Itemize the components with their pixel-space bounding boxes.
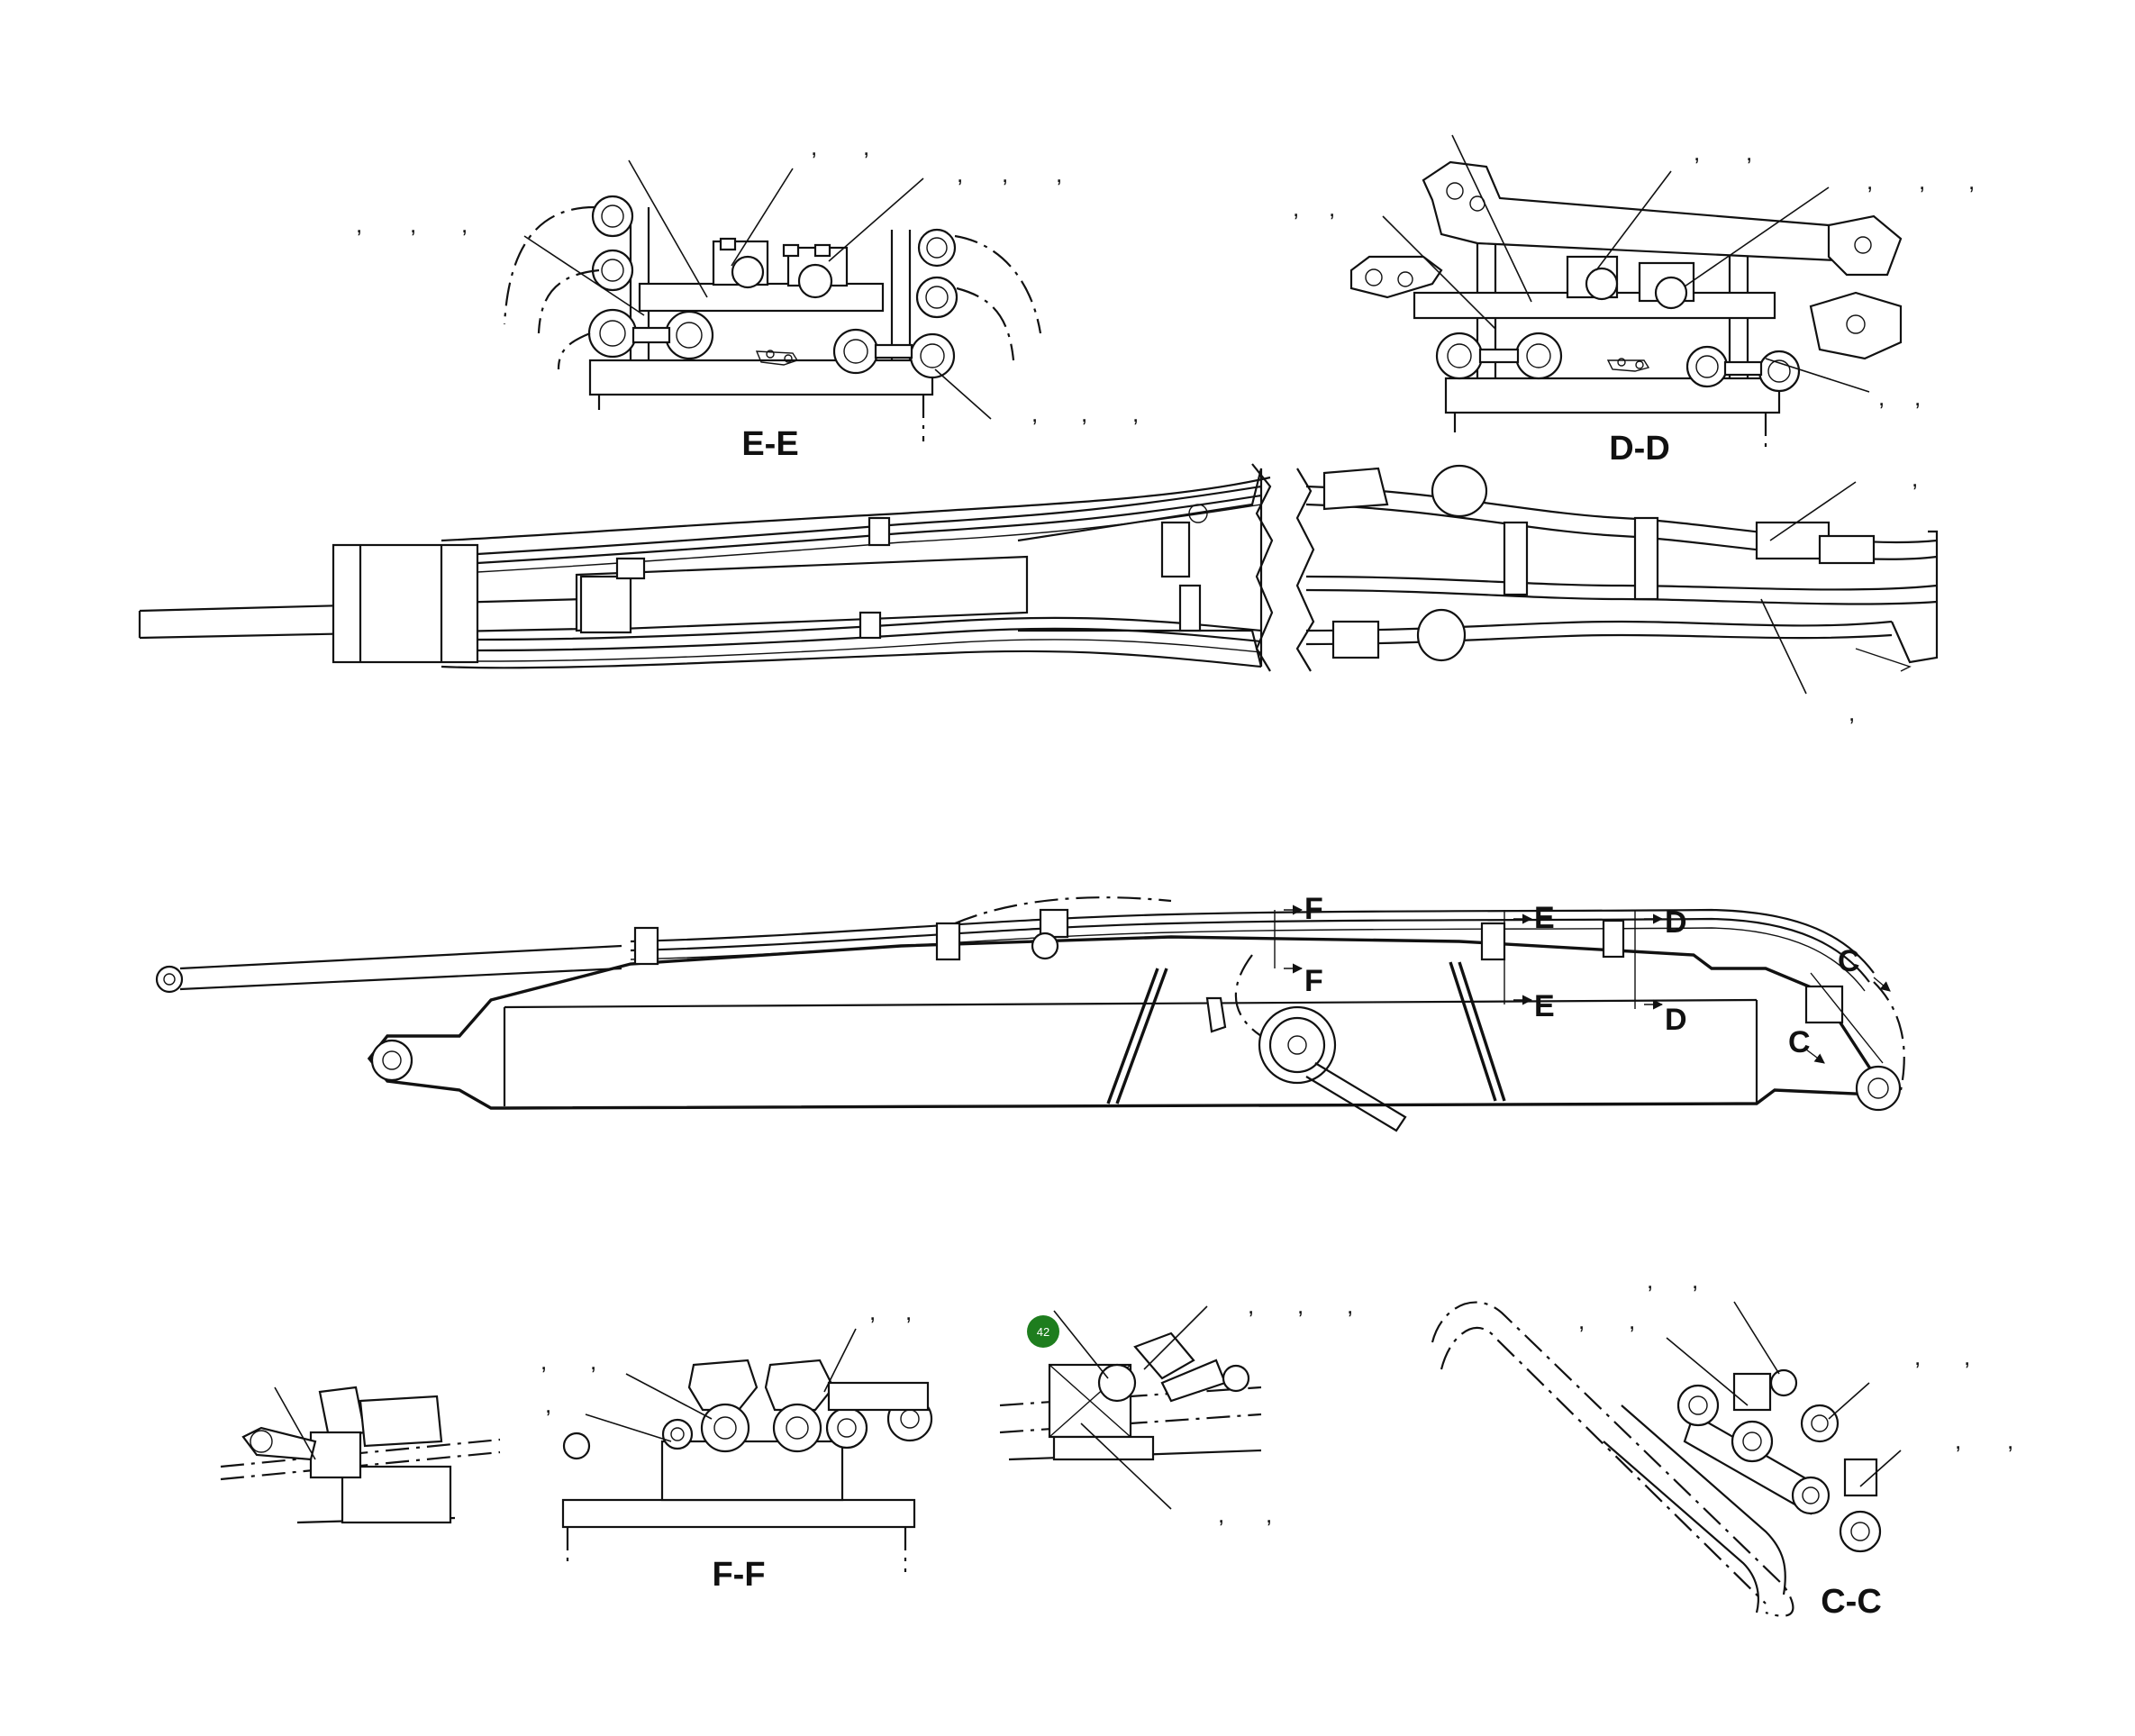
cut-mark-f-lower: F <box>1304 964 1323 998</box>
cut-mark-c-upper: C <box>1838 944 1860 978</box>
section-c-c-view <box>1431 1301 1902 1617</box>
cut-mark-d-upper: D <box>1665 905 1687 940</box>
sep: , <box>869 1298 876 1325</box>
cut-mark-e-upper: E <box>1534 901 1555 935</box>
callout-badge-circle <box>1027 1315 1059 1348</box>
sep: , <box>811 133 817 160</box>
sep: , <box>957 160 963 187</box>
sep: , <box>1629 1307 1635 1334</box>
sep: , <box>1746 139 1752 166</box>
sep: , <box>1002 160 1008 187</box>
sep: , <box>1912 465 1918 492</box>
cut-mark-c-lower: C <box>1788 1025 1811 1059</box>
leader-separators: , , , , , , , , , , , , , , , , , , , , … <box>356 133 2013 1528</box>
sep: , <box>541 1348 547 1375</box>
cut-mark-f-upper: F <box>1304 892 1323 926</box>
cut-mark-e-lower: E <box>1534 989 1555 1023</box>
sep: , <box>1031 400 1038 427</box>
sep: , <box>863 133 869 160</box>
sep: , <box>1919 168 1925 195</box>
clamp-detail-middle <box>999 1305 1262 1510</box>
sep: , <box>1914 384 1921 411</box>
sep: , <box>356 211 362 238</box>
callout-badge-42[interactable]: 42 <box>1027 1315 1059 1348</box>
sep: , <box>1914 1343 1921 1370</box>
sep: , <box>1692 1267 1698 1294</box>
sep: , <box>1132 400 1139 427</box>
sep: , <box>1955 1427 1961 1454</box>
sep: , <box>1297 1292 1304 1319</box>
clamp-detail-left <box>220 1386 501 1524</box>
sep: , <box>2007 1427 2013 1454</box>
sep: , <box>1968 168 1975 195</box>
callout-badge-number: 42 <box>1037 1325 1049 1339</box>
sep: , <box>545 1391 551 1418</box>
section-d-d-view <box>1349 134 1903 450</box>
sep: , <box>1266 1501 1272 1528</box>
sep: , <box>1694 139 1700 166</box>
sep: , <box>461 211 468 238</box>
section-title-c-c: C-C <box>1821 1583 1882 1621</box>
sep: , <box>1849 699 1855 726</box>
sep: , <box>1878 384 1885 411</box>
sep: , <box>905 1298 912 1325</box>
cut-mark-d-lower: D <box>1665 1003 1687 1037</box>
sep: , <box>590 1348 596 1375</box>
arm-side-elevation <box>155 896 1905 1132</box>
section-e-e-view <box>503 159 1042 441</box>
sep: , <box>1248 1292 1254 1319</box>
sep: , <box>1347 1292 1353 1319</box>
sep: , <box>1081 400 1087 427</box>
sep: , <box>1329 195 1335 222</box>
arm-plan-view <box>138 463 1939 695</box>
sep: , <box>1218 1501 1224 1528</box>
sep: , <box>1964 1343 1970 1370</box>
sep: , <box>1647 1267 1653 1294</box>
sep: , <box>1293 195 1299 222</box>
sep: , <box>1578 1307 1585 1334</box>
sep: , <box>410 211 416 238</box>
section-title-f-f: F-F <box>712 1556 765 1594</box>
section-title-d-d: D-D <box>1609 430 1670 468</box>
sep: , <box>1867 168 1873 195</box>
sep: , <box>1056 160 1062 187</box>
section-title-e-e: E-E <box>741 425 798 463</box>
section-f-f-view <box>561 1328 933 1572</box>
